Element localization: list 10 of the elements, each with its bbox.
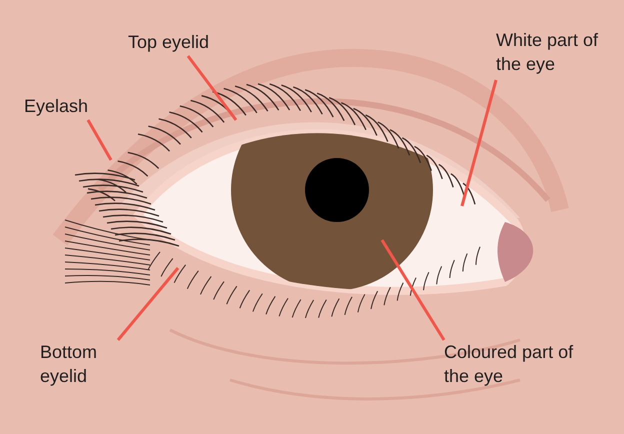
leader-line xyxy=(116,267,180,341)
leader-line xyxy=(186,55,238,121)
part-label: Eyelash xyxy=(24,94,108,118)
part-label: White part of the eye xyxy=(496,28,624,76)
leader-line xyxy=(460,80,498,206)
leader-line xyxy=(380,239,446,341)
leader-line xyxy=(86,119,112,161)
part-label: Top eyelid xyxy=(128,30,232,54)
part-label: Bottom eyelid xyxy=(40,340,120,388)
part-label: Coloured part of the eye xyxy=(444,340,584,388)
